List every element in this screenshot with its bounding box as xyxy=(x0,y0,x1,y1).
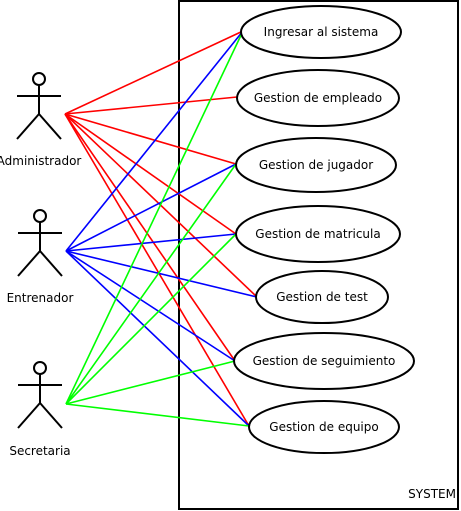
association-secretaria-seguimiento xyxy=(65,360,236,405)
actor-head xyxy=(33,209,47,223)
use-case-ellipse xyxy=(235,205,401,263)
association-administrador-matricula xyxy=(64,113,237,235)
association-entrenador-test xyxy=(65,250,258,298)
use-case-ingresar[interactable]: Ingresar al sistema xyxy=(240,5,402,59)
use-case-ellipse xyxy=(255,270,389,324)
stick-figure-icon xyxy=(17,361,63,429)
actor-right-leg xyxy=(39,402,63,429)
use-case-label: Gestion de jugador xyxy=(259,158,373,172)
system-label: SYSTEM xyxy=(408,487,456,501)
association-entrenador-seguimiento xyxy=(65,250,236,362)
association-administrador-ingresar xyxy=(64,30,244,115)
use-case-label: Gestion de seguimiento xyxy=(253,354,396,368)
association-administrador-seguimiento xyxy=(64,113,236,362)
actor-left-leg xyxy=(17,250,41,277)
use-case-jugador[interactable]: Gestion de jugador xyxy=(235,137,397,193)
use-case-ellipse xyxy=(248,400,400,454)
use-case-ellipse xyxy=(240,5,402,59)
use-case-empleado[interactable]: Gestion de empleado xyxy=(236,69,400,127)
actor-left-leg xyxy=(16,113,40,140)
associations xyxy=(64,30,258,427)
actor-entrenador[interactable]: Entrenador xyxy=(7,209,74,305)
use-case-label: Gestion de matricula xyxy=(255,227,380,241)
association-administrador-equipo xyxy=(64,113,250,427)
actor-head xyxy=(32,72,46,86)
use-case-ellipse xyxy=(233,332,415,390)
association-secretaria-matricula xyxy=(65,233,237,405)
use-case-ellipse xyxy=(235,137,397,193)
association-secretaria-jugador xyxy=(65,163,237,405)
actor-secretaria[interactable]: Secretaria xyxy=(9,361,71,458)
actor-right-leg xyxy=(39,250,63,277)
stick-figure-icon xyxy=(16,72,62,140)
association-entrenador-jugador xyxy=(65,163,237,252)
use-case-label: Ingresar al sistema xyxy=(264,25,379,39)
stick-figure-icon xyxy=(17,209,63,277)
actor-label: Secretaria xyxy=(9,444,70,458)
use-case-ellipse xyxy=(236,69,400,127)
use-case-seguimiento[interactable]: Gestion de seguimiento xyxy=(233,332,415,390)
association-administrador-empleado xyxy=(64,96,238,115)
use-case-label: Gestion de equipo xyxy=(269,420,378,434)
association-entrenador-matricula xyxy=(65,233,237,252)
association-administrador-jugador xyxy=(64,113,237,165)
use-case-test[interactable]: Gestion de test xyxy=(255,270,389,324)
system-boundary xyxy=(178,0,459,510)
use-case-label: Gestion de empleado xyxy=(254,91,382,105)
use-case-matricula[interactable]: Gestion de matricula xyxy=(235,205,401,263)
actor-label: Entrenador xyxy=(7,291,74,305)
use-case-label: Gestion de test xyxy=(276,290,368,304)
actor-head xyxy=(33,361,47,375)
actor-right-leg xyxy=(38,113,62,140)
association-entrenador-ingresar xyxy=(65,30,244,252)
association-entrenador-equipo xyxy=(65,250,250,427)
actor-label: Administrador xyxy=(0,154,81,168)
association-secretaria-equipo xyxy=(65,403,250,427)
actor-administrador[interactable]: Administrador xyxy=(0,72,81,168)
actor-left-leg xyxy=(17,402,41,429)
use-case-equipo[interactable]: Gestion de equipo xyxy=(248,400,400,454)
association-secretaria-ingresar xyxy=(65,30,244,405)
